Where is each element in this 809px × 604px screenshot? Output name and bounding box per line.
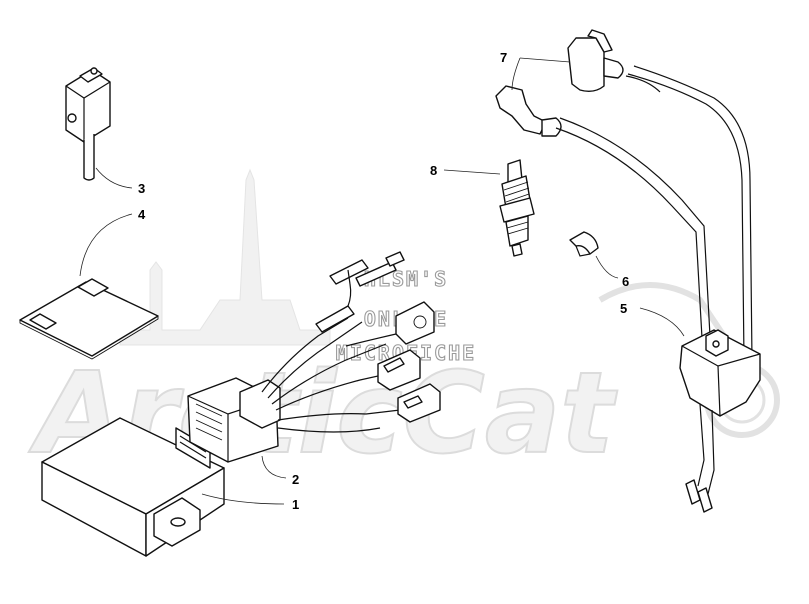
callout-1: 1 [292,497,299,512]
leader-4 [79,213,133,277]
leader-8 [443,169,501,175]
part-6-clip [569,231,599,257]
part-1-cdi-box [41,417,225,557]
callout-2: 2 [292,472,299,487]
callout-5: 5 [620,301,627,316]
leader-6 [595,255,619,279]
part-8-spark-plug [499,159,535,257]
callout-4: 4 [138,207,146,222]
part-5-ignition-coil [555,65,761,513]
leader-7b [511,57,521,91]
leader-7a [519,57,571,63]
leader-2 [261,455,287,479]
watermark-skyline [119,168,331,346]
leader-1 [201,493,285,505]
part-4-manual [19,278,159,360]
part-7-spark-plug-caps [495,29,661,137]
callout-6: 6 [622,274,629,289]
callout-8: 8 [430,163,437,178]
callouts: 1 2 3 4 5 6 7 8 [138,50,629,512]
part-2-wiring-harness [187,251,441,463]
leader-5 [639,307,685,337]
leader-3 [95,167,133,189]
callout-7: 7 [500,50,507,65]
part-3-regulator [65,67,111,181]
leader-lines [79,57,685,505]
callout-3: 3 [138,181,145,196]
